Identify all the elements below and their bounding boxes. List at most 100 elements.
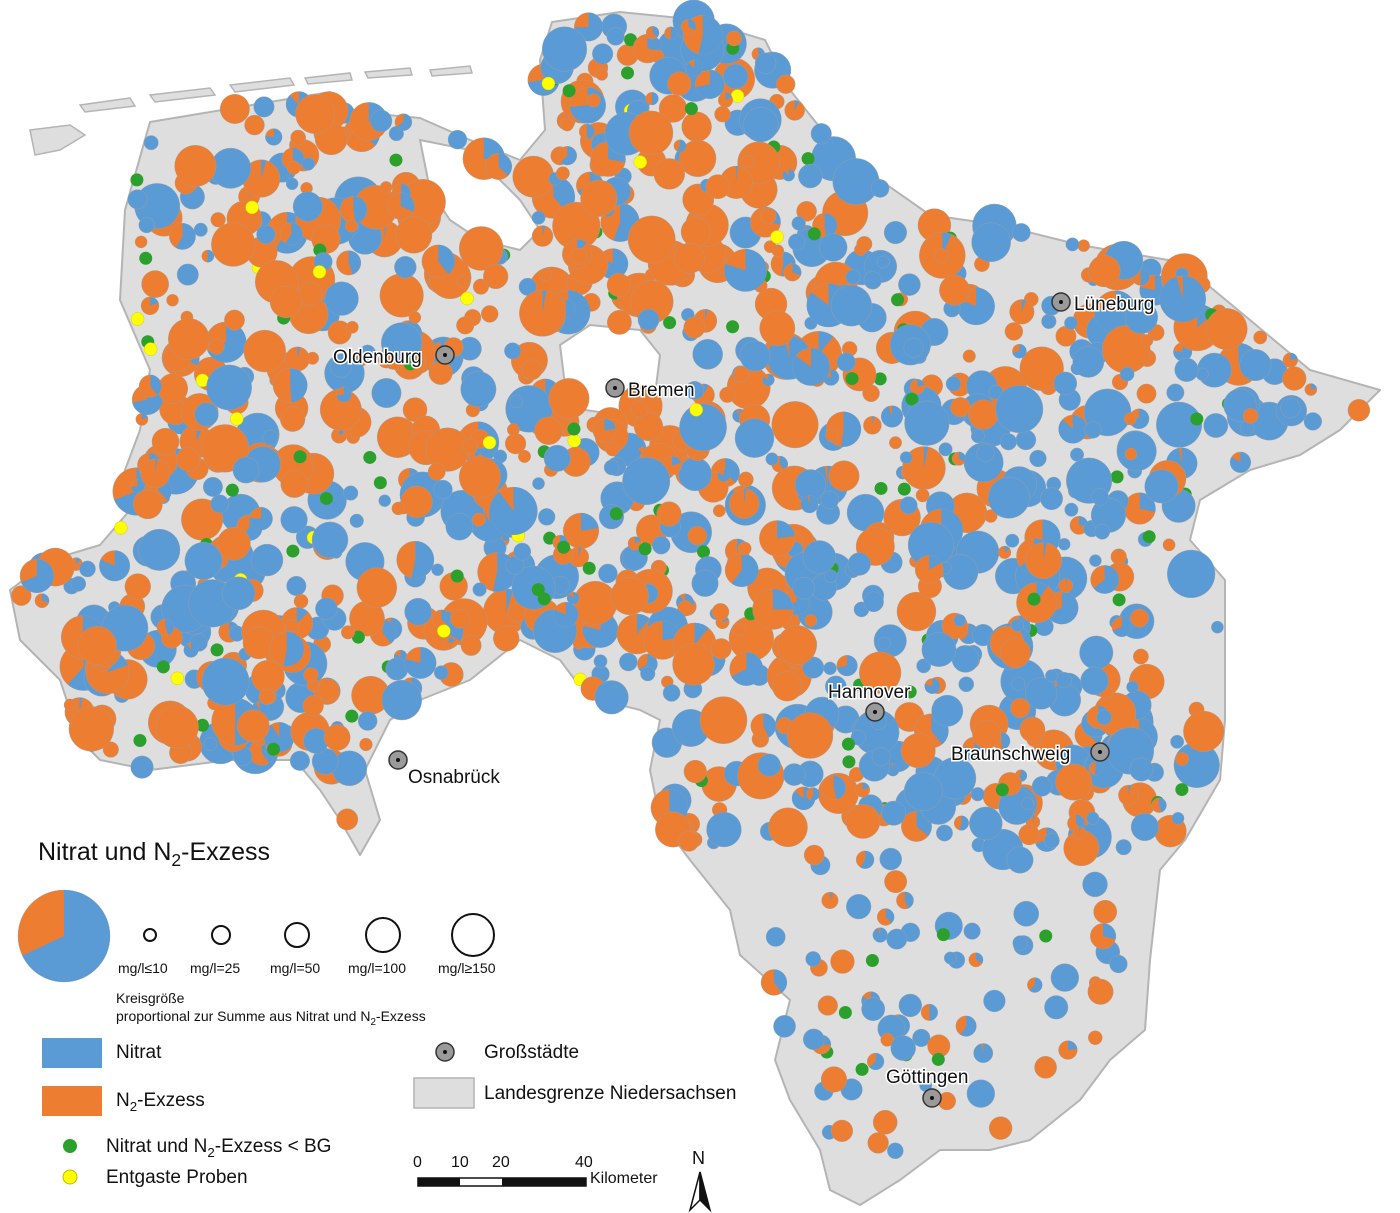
sample-pie xyxy=(232,456,260,484)
sample-pie xyxy=(792,576,815,600)
sample-pie xyxy=(723,63,749,90)
sample-pie xyxy=(224,309,245,331)
sample-pie xyxy=(176,263,199,286)
sample-pie xyxy=(379,273,424,318)
sample-point-entgast xyxy=(230,412,244,426)
sample-pie xyxy=(695,69,725,99)
sample-pie xyxy=(699,696,748,744)
sample-pie xyxy=(99,550,131,582)
sample-pie xyxy=(262,429,279,446)
sample-pie xyxy=(460,635,482,656)
sample-point-entgast xyxy=(460,291,474,306)
sample-pie xyxy=(432,609,451,628)
sample-pie xyxy=(1082,871,1108,898)
sample-point-entgast xyxy=(482,435,497,450)
sample-pie xyxy=(627,536,642,551)
legend-label-entgast: Entgaste Proben xyxy=(106,1167,248,1188)
sample-pie xyxy=(1166,383,1185,402)
sample-pie xyxy=(887,1142,904,1160)
sample-pie xyxy=(169,223,196,250)
legend-swatch-nitrat xyxy=(42,1038,102,1068)
sample-pie xyxy=(640,666,656,682)
sample-pie xyxy=(11,585,32,606)
sample-pie xyxy=(628,110,674,156)
sample-pie xyxy=(462,438,478,455)
sample-pie xyxy=(768,807,808,848)
sample-pie xyxy=(445,512,474,541)
sample-pie xyxy=(976,444,995,462)
sample-pie xyxy=(570,247,587,265)
north-arrow-icon xyxy=(688,1171,712,1213)
sample-pie xyxy=(737,541,752,556)
sample-pie xyxy=(830,949,855,974)
sample-pie xyxy=(184,542,223,580)
sample-pie xyxy=(1090,923,1117,950)
sample-pie xyxy=(124,573,151,600)
sample-pie xyxy=(518,449,531,463)
sample-pie xyxy=(798,163,823,189)
sample-pie xyxy=(1171,812,1185,825)
sample-pie xyxy=(293,593,309,609)
sample-pie xyxy=(729,488,760,519)
sample-pie xyxy=(580,179,618,217)
sample-pie xyxy=(673,139,687,153)
sample-pie xyxy=(1072,346,1105,378)
sample-pie xyxy=(916,658,931,674)
sample-pie xyxy=(674,242,705,274)
sample-point-below-bg xyxy=(873,372,887,386)
sample-pie xyxy=(1118,784,1139,806)
sample-pie xyxy=(237,709,270,743)
sample-pie xyxy=(603,459,620,476)
sample-point-below-bg xyxy=(841,737,855,751)
sample-pie xyxy=(783,263,802,282)
legend-label-n2-exzess: N2-Exzess xyxy=(116,1090,205,1114)
city-label-braunschweig: Braunschweig xyxy=(951,744,1070,765)
sample-point-below-bg xyxy=(156,660,170,674)
size-class-50-circle xyxy=(284,922,310,948)
sample-pie xyxy=(381,679,422,721)
sample-pie xyxy=(1058,538,1071,551)
sample-pie xyxy=(548,378,590,419)
sample-pie xyxy=(1088,761,1103,776)
sample-point-below-bg xyxy=(531,583,545,597)
sample-pie xyxy=(574,12,603,42)
sample-pie xyxy=(734,418,775,458)
sample-pie xyxy=(792,348,830,386)
city-label-hannover: Hannover xyxy=(828,682,911,703)
sample-pie xyxy=(667,71,692,96)
sample-pie xyxy=(285,346,310,372)
sample-pie xyxy=(1170,734,1185,749)
sample-pie xyxy=(680,217,711,247)
sample-pie xyxy=(771,401,819,449)
sample-pie xyxy=(531,210,546,225)
sample-pie xyxy=(1110,548,1127,565)
sample-pie xyxy=(627,215,676,264)
sample-pie xyxy=(211,222,256,267)
sample-pie xyxy=(1119,366,1135,382)
sample-pie xyxy=(519,289,566,337)
sample-pie xyxy=(1050,963,1079,992)
sample-pie xyxy=(606,27,625,46)
sample-pie xyxy=(681,111,712,142)
sample-pie xyxy=(1010,698,1031,718)
sample-pie xyxy=(1034,1056,1057,1079)
sample-pie xyxy=(861,997,886,1021)
sample-pie xyxy=(272,367,308,403)
sample-pie xyxy=(408,311,422,324)
sample-pie xyxy=(489,486,538,536)
sample-pie xyxy=(140,458,171,489)
sample-pie xyxy=(845,269,861,285)
sample-pie xyxy=(138,217,155,234)
sample-pie xyxy=(691,569,719,597)
sample-pie xyxy=(394,256,417,279)
sample-pie xyxy=(850,730,867,746)
sample-pie xyxy=(485,153,512,180)
east-frisian-islands xyxy=(29,65,473,156)
sample-pie xyxy=(433,665,449,680)
sample-pie xyxy=(1000,637,1031,669)
sample-pie xyxy=(538,508,556,526)
sample-point-below-bg xyxy=(537,592,551,606)
sample-pie xyxy=(130,755,154,779)
sample-pie xyxy=(637,308,660,331)
